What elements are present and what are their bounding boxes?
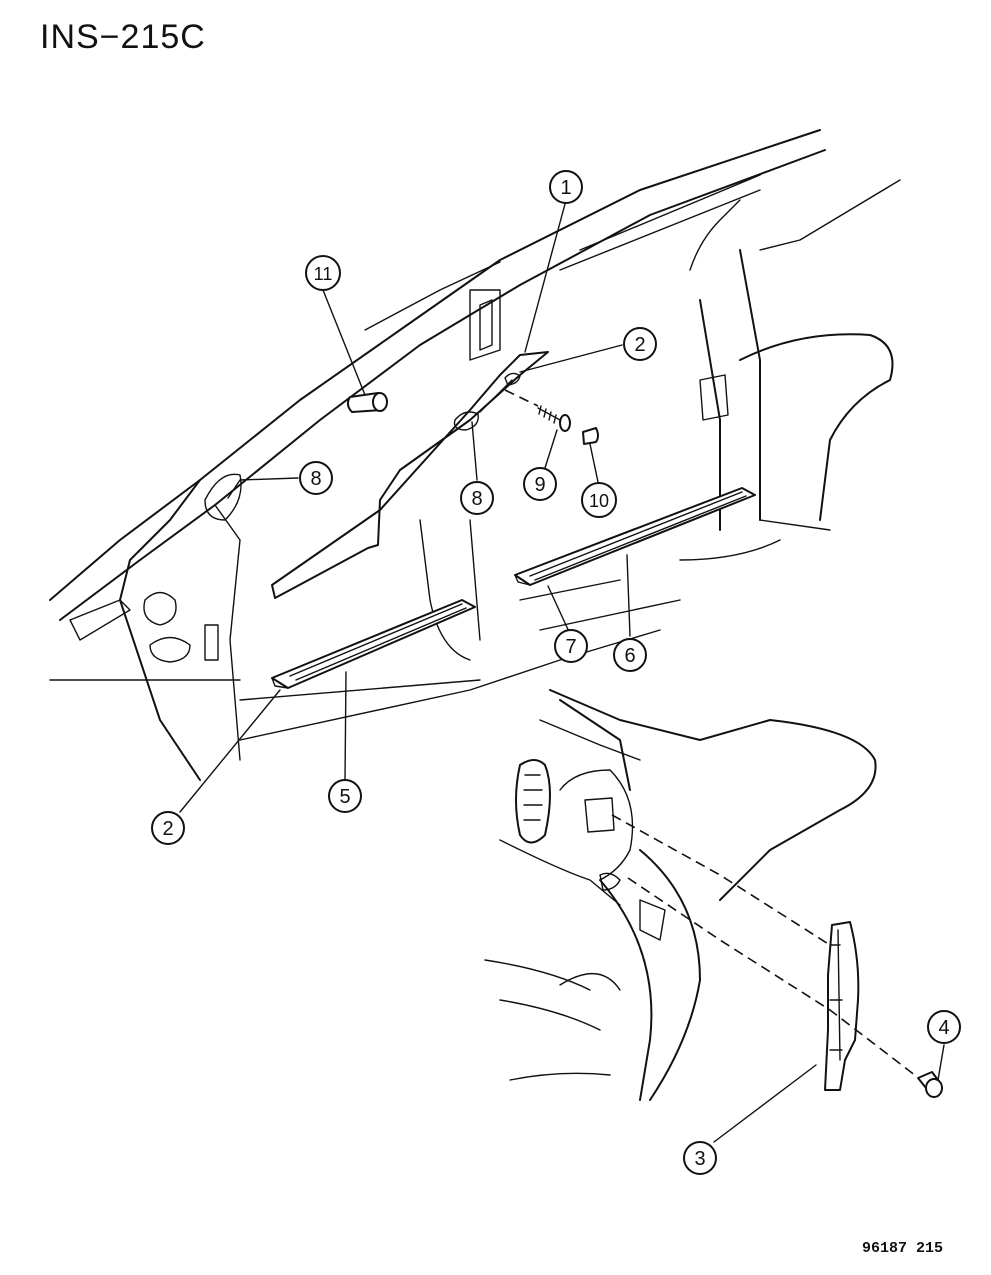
callout-5: 5 [328,779,362,813]
clip-part [582,427,599,445]
callout-label: 8 [310,468,321,490]
callout-label: 8 [471,488,482,510]
callout-label: 2 [162,818,173,840]
callout-9: 9 [523,467,557,501]
rear-sill-plate-part [514,487,756,586]
callout-7: 7 [554,629,588,663]
callout-label: 6 [624,645,635,667]
front-sill-plate-part [271,599,476,689]
screw-part [537,405,571,432]
callout-11: 11 [305,255,341,291]
figure-code: 96187 215 [862,1240,944,1257]
callout-label: 3 [694,1148,705,1170]
callout-label: 1 [560,177,571,199]
leader-lines [179,203,945,1143]
vehicle-body-outline [49,129,901,781]
diagram-title: INS−215C [40,18,206,56]
callout-2-upper: 2 [623,327,657,361]
callout-8-center: 8 [460,481,494,515]
callout-label: 4 [938,1017,949,1039]
callout-label: 2 [634,334,645,356]
callout-4: 4 [927,1010,961,1044]
callout-label: 7 [565,636,576,658]
inset-interior-view [484,689,877,1101]
lower-pillar-trim-part [824,921,860,1091]
callout-10: 10 [581,482,617,518]
callout-6: 6 [613,638,647,672]
callout-8-left: 8 [299,461,333,495]
a-pillar-trim-part [271,351,549,599]
callout-2-lower: 2 [151,811,185,845]
callout-1: 1 [549,170,583,204]
callout-label: 10 [589,491,609,511]
callout-label: 9 [534,474,545,496]
callout-label: 11 [314,264,333,284]
callout-3: 3 [683,1141,717,1175]
callout-label: 5 [339,786,350,808]
